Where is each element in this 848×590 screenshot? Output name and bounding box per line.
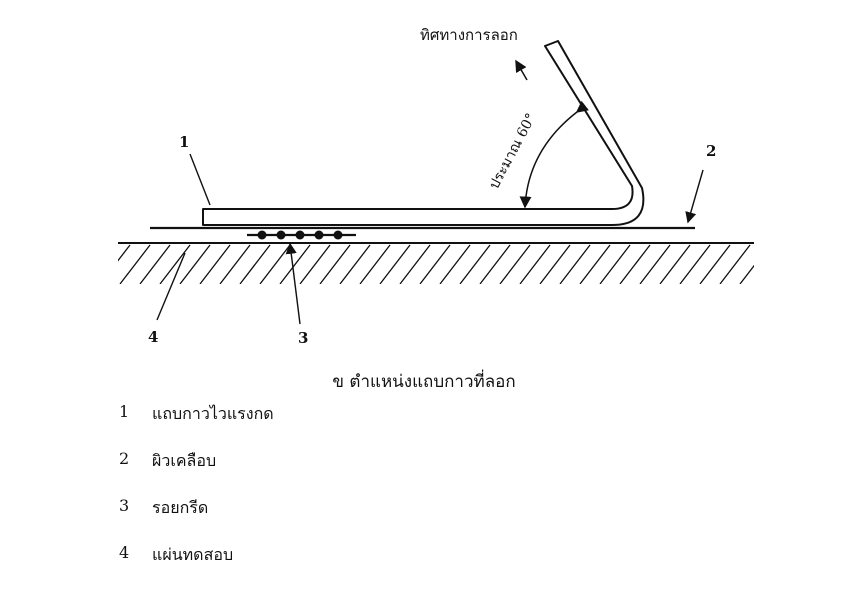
legend-text: ผิวเคลือบ — [152, 451, 217, 470]
angle-arc — [519, 100, 589, 209]
angle-label: ประมาณ 60° — [486, 111, 539, 192]
callout-2-label: 2 — [706, 142, 716, 160]
adhesive-tape — [202, 40, 645, 226]
legend-item: 2 ผิวเคลือบ — [119, 449, 274, 496]
test-panel-hatching — [118, 244, 754, 284]
callout-4-leader — [156, 252, 186, 321]
callout-3-label: 3 — [298, 329, 308, 347]
peel-direction-arrow — [515, 59, 528, 81]
callout-1-leader — [189, 153, 211, 206]
legend-number: 4 — [119, 543, 130, 562]
callout-4-label: 4 — [148, 328, 158, 346]
peel-test-diagram: ประมาณ 60° ทิศทางการลอก 1 2 3 4 — [118, 26, 754, 347]
peel-direction-label: ทิศทางการลอก — [420, 26, 518, 44]
callout-2-leader — [685, 169, 704, 224]
scribe-dots — [257, 230, 343, 240]
legend-number: 2 — [119, 449, 130, 468]
figure-caption: ข ตำแหน่งแถบกาวที่ลอก — [332, 372, 516, 392]
legend-item: 1 แถบกาวไวแรงกด — [119, 402, 274, 449]
legend-list: 1 แถบกาวไวแรงกด 2 ผิวเคลือบ 3 รอยกรีด 4 … — [119, 402, 274, 590]
callout-1-label: 1 — [179, 133, 189, 151]
legend-text: แผ่นทดสอบ — [152, 545, 234, 564]
callout-3-leader — [285, 242, 301, 325]
legend-number: 3 — [119, 496, 130, 515]
legend-item: 3 รอยกรีด — [119, 496, 274, 543]
legend-text: รอยกรีด — [152, 498, 209, 517]
legend-text: แถบกาวไวแรงกด — [152, 404, 274, 423]
legend-item: 4 แผ่นทดสอบ — [119, 543, 274, 590]
legend-number: 1 — [119, 402, 130, 421]
